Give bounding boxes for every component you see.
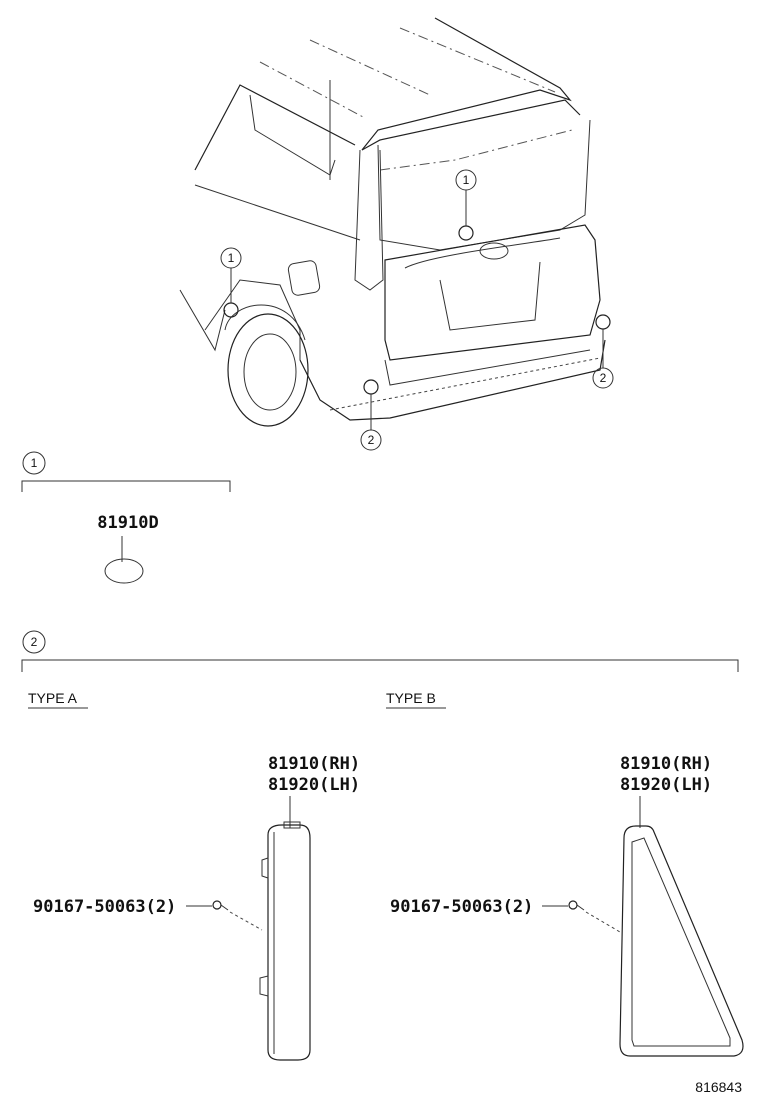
- type-b-screw-icon: [568, 900, 585, 911]
- type-a-reflector-icon: [259, 821, 311, 1061]
- part-81910D-label: 81910D: [97, 513, 158, 533]
- callout-2-right: 2: [600, 371, 607, 385]
- callout-1-tailgate: 1: [463, 173, 470, 187]
- section-2: 2 TYPE A 81910(RH) 81920(LH) 90167-50063…: [21, 630, 744, 1061]
- section-1: 1 81910D: [21, 451, 231, 584]
- type-a-screw-label: 90167-50063(2): [33, 897, 176, 917]
- type-b-part-rh: 81910(RH): [620, 754, 712, 774]
- callout-1-side: 1: [228, 251, 235, 265]
- type-a-part-lh: 81920(LH): [268, 775, 360, 795]
- type-a-screw-icon: [212, 900, 229, 911]
- type-b-screw-label: 90167-50063(2): [390, 897, 533, 917]
- reflector-part-icon: [104, 558, 144, 584]
- type-b-part-lh: 81920(LH): [620, 775, 712, 795]
- callout-2-left: 2: [368, 433, 375, 447]
- figure-number: 816843: [695, 1079, 742, 1095]
- section-1-badge: 1: [31, 456, 38, 470]
- type-a-part-rh: 81910(RH): [268, 754, 360, 774]
- section-2-badge: 2: [31, 635, 38, 649]
- type-a-heading: TYPE A: [28, 690, 78, 706]
- type-b-heading: TYPE B: [386, 690, 436, 706]
- vehicle-rear-illustration: 1 1 2 2: [179, 17, 614, 451]
- type-b-reflector-icon: [619, 825, 744, 1057]
